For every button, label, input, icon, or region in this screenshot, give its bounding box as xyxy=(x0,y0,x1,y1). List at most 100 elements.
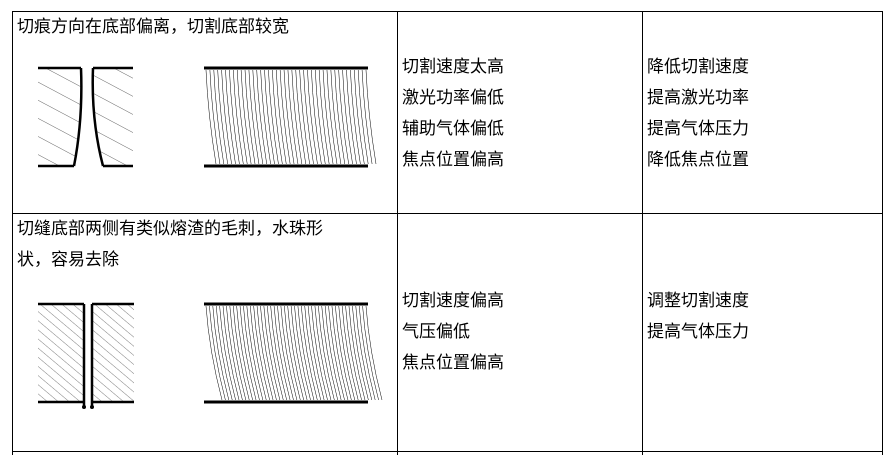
striation-line xyxy=(236,69,248,165)
striation-line xyxy=(250,305,267,401)
table-left-border xyxy=(12,11,13,455)
striation-line xyxy=(352,305,369,401)
striation-line xyxy=(326,69,338,165)
row2-phenomenon-line2: 状，容易去除 xyxy=(17,250,119,270)
row1-cause-1: 切割速度太高 xyxy=(402,57,504,77)
striation-line xyxy=(361,69,373,165)
striation-line xyxy=(229,69,240,165)
striation-line xyxy=(345,305,362,401)
striation-line xyxy=(284,305,301,401)
striation-line xyxy=(229,305,247,401)
striation-line xyxy=(280,305,298,401)
striation-line xyxy=(335,305,352,401)
striation-line xyxy=(232,305,250,401)
striation-line xyxy=(260,305,277,401)
striation-line xyxy=(209,305,226,401)
striation-line xyxy=(297,305,315,401)
striation-line xyxy=(215,305,233,401)
striation-line xyxy=(233,69,244,165)
striation-line xyxy=(307,69,318,165)
striation-line xyxy=(358,305,376,401)
striation-line xyxy=(304,305,321,401)
striation-line xyxy=(256,305,274,401)
striation-line xyxy=(311,305,328,401)
row1-cut-surface-figure xyxy=(204,66,377,168)
striation-line xyxy=(244,69,256,165)
striation-line xyxy=(362,305,379,401)
row2-phenomenon-line1: 切缝底部两侧有类似熔渣的毛刺，水珠形 xyxy=(17,219,323,239)
striation-line xyxy=(222,305,240,401)
striation-line xyxy=(226,305,243,401)
striation-line xyxy=(294,305,311,401)
striation-line xyxy=(260,69,271,165)
striation-line xyxy=(314,305,332,401)
striation-line xyxy=(246,305,264,401)
row2-remedy-1: 调整切割速度 xyxy=(647,291,749,311)
striation-line xyxy=(221,69,232,165)
row1-cause-4: 焦点位置偏高 xyxy=(402,150,504,170)
striation-line xyxy=(295,69,307,165)
row1-remedy-4: 降低焦点位置 xyxy=(647,150,749,170)
row1-remedy-2: 提高激光功率 xyxy=(647,88,749,108)
striation-line xyxy=(279,69,291,165)
striation-line xyxy=(205,69,217,165)
striation-line xyxy=(322,69,334,165)
striation-line xyxy=(342,69,353,165)
striation-line xyxy=(209,69,221,165)
row2-cause-2: 气压偏低 xyxy=(402,322,470,342)
striation-line xyxy=(355,305,373,401)
striation-line xyxy=(264,69,275,165)
striation-line xyxy=(205,305,223,401)
striation-line xyxy=(275,69,287,165)
row1-remedy-3: 提高气体压力 xyxy=(647,119,749,139)
striation-line xyxy=(324,305,342,401)
striation-line xyxy=(318,69,330,165)
striation-line xyxy=(338,69,349,165)
striation-line xyxy=(217,69,228,165)
striation-line xyxy=(365,305,383,401)
striation-line xyxy=(236,305,253,401)
striation-line xyxy=(348,305,366,401)
striation-line xyxy=(350,69,361,165)
table-right-border xyxy=(882,11,883,455)
striation-line xyxy=(299,69,310,165)
striation-line xyxy=(225,69,236,165)
row1-cause-2: 激光功率偏低 xyxy=(402,88,504,108)
row2-remedy-2: 提高气体压力 xyxy=(647,322,749,342)
striation-line xyxy=(270,305,287,401)
row-divider-bottom xyxy=(12,451,883,452)
striation-line xyxy=(263,305,281,401)
row1-remedy-1: 降低切割速度 xyxy=(647,57,749,77)
striation-line xyxy=(252,69,264,165)
striation-line xyxy=(213,69,225,165)
striation-line xyxy=(321,305,338,401)
striation-line xyxy=(318,305,335,401)
striation-line xyxy=(277,305,294,401)
column-divider-1 xyxy=(397,11,398,455)
striation-line xyxy=(307,305,325,401)
table-top-border xyxy=(12,11,883,12)
striation-line xyxy=(256,69,267,165)
striation-line xyxy=(346,69,357,165)
row1-phenomenon: 切痕方向在底部偏离，切割底部较宽 xyxy=(17,17,289,37)
striation-line xyxy=(239,305,257,401)
striation-line xyxy=(219,305,236,401)
striation-line xyxy=(315,69,326,165)
striation-line xyxy=(268,69,279,165)
row2-cause-1: 切割速度偏高 xyxy=(402,291,504,311)
striation-line xyxy=(331,305,349,401)
striation-line xyxy=(287,69,299,165)
striation-line xyxy=(291,69,303,165)
row1-kerf-section-figure xyxy=(38,66,133,168)
striation-line xyxy=(357,69,369,165)
row2-cut-surface-figure xyxy=(204,302,383,404)
striation-line xyxy=(330,69,342,165)
striation-line xyxy=(248,69,260,165)
striation-line xyxy=(341,305,359,401)
striation-line xyxy=(253,305,270,401)
striation-line xyxy=(311,69,322,165)
column-divider-2 xyxy=(642,11,643,455)
striation-line xyxy=(283,69,295,165)
striation-line xyxy=(303,69,314,165)
